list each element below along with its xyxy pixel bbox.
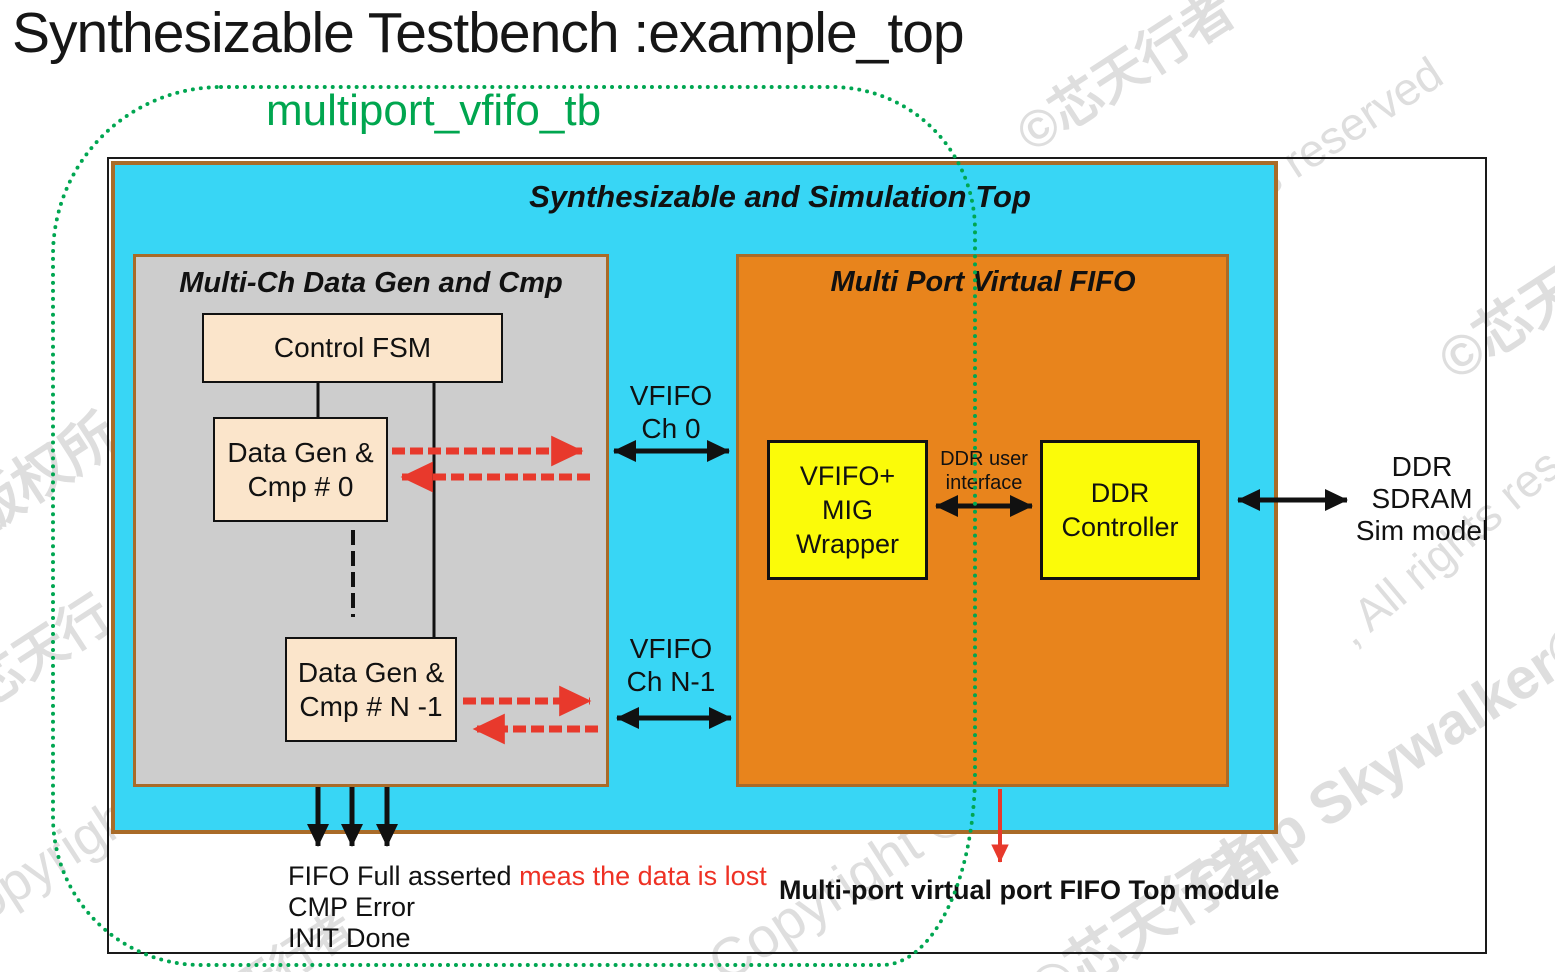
fifo-full-text: FIFO Full asserted bbox=[288, 861, 520, 891]
vfifo-top-module-caption: Multi-port virtual port FIFO Top module bbox=[779, 875, 1280, 905]
data-lost-text: meas the data is lost bbox=[519, 861, 767, 891]
status-line-init-done: INIT Done bbox=[288, 923, 411, 953]
ddr-sdram-line1: DDR bbox=[1391, 451, 1453, 482]
mig-wrapper-line1: VFIFO+ bbox=[799, 461, 896, 491]
vfifo-chn-line2: Ch N-1 bbox=[626, 666, 716, 697]
watermark-text: ©芯天行者 bbox=[1007, 0, 1246, 164]
ddr-sdram-label: DDR SDRAM Sim model bbox=[1348, 451, 1496, 547]
vfifo-ch0-line2: Ch 0 bbox=[641, 413, 701, 444]
ddr-sdram-line3: Sim model bbox=[1355, 515, 1489, 546]
vfifo-chn-line1: VFIFO bbox=[629, 633, 713, 664]
datagen-n-label-line1: Data Gen & bbox=[297, 656, 445, 688]
datagen-n-label-line2: Cmp # N -1 bbox=[299, 690, 443, 722]
ddr-controller-block: DDR Controller bbox=[1040, 440, 1200, 580]
status-line-cmp-error: CMP Error bbox=[288, 892, 416, 922]
datagen-n-block: Data Gen & Cmp # N -1 bbox=[285, 637, 457, 742]
datagen0-label-line1: Data Gen & bbox=[227, 436, 374, 468]
testbench-name-label: multiport_vfifo_tb bbox=[266, 86, 602, 135]
datagen0-block: Data Gen & Cmp # 0 bbox=[213, 417, 388, 522]
control-fsm-label: Control FSM bbox=[273, 332, 432, 363]
control-fsm-block: Control FSM bbox=[202, 313, 503, 383]
vfifo-ch0-label: VFIFO Ch 0 bbox=[606, 379, 736, 445]
watermark-text: 芯天行 bbox=[0, 585, 123, 719]
page-title: Synthesizable Testbench :example_top bbox=[12, 1, 965, 65]
status-line-fifo-full: FIFO Full asserted meas the data is lost bbox=[288, 861, 767, 892]
outer-sim-box bbox=[107, 157, 1487, 954]
ddr-controller-line2: Controller bbox=[1061, 512, 1179, 542]
ddr-user-interface-label: DDR user interface bbox=[922, 447, 1046, 495]
vfifo-group-title: Multi Port Virtual FIFO bbox=[830, 266, 1136, 298]
mig-wrapper-line2: MIG bbox=[822, 495, 873, 525]
status-notes: FIFO Full asserted meas the data is lost… bbox=[288, 861, 767, 954]
ddr-controller-line1: DDR bbox=[1090, 478, 1150, 508]
ddr-user-interface-line1: DDR user bbox=[940, 448, 1028, 470]
vfifo-chn-label: VFIFO Ch N-1 bbox=[604, 632, 738, 698]
ddr-sdram-line2: SDRAM bbox=[1371, 483, 1473, 514]
mig-wrapper-line3: Wrapper bbox=[795, 529, 900, 559]
sim-top-title: Synthesizable and Simulation Top bbox=[529, 179, 1031, 214]
vfifo-ch0-line1: VFIFO bbox=[629, 380, 713, 411]
datagen-group-title: Multi-Ch Data Gen and Cmp bbox=[179, 267, 563, 299]
ddr-user-interface-line2: interface bbox=[945, 472, 1023, 494]
mig-wrapper-block: VFIFO+ MIG Wrapper bbox=[767, 440, 928, 580]
datagen0-label-line2: Cmp # 0 bbox=[247, 470, 354, 502]
